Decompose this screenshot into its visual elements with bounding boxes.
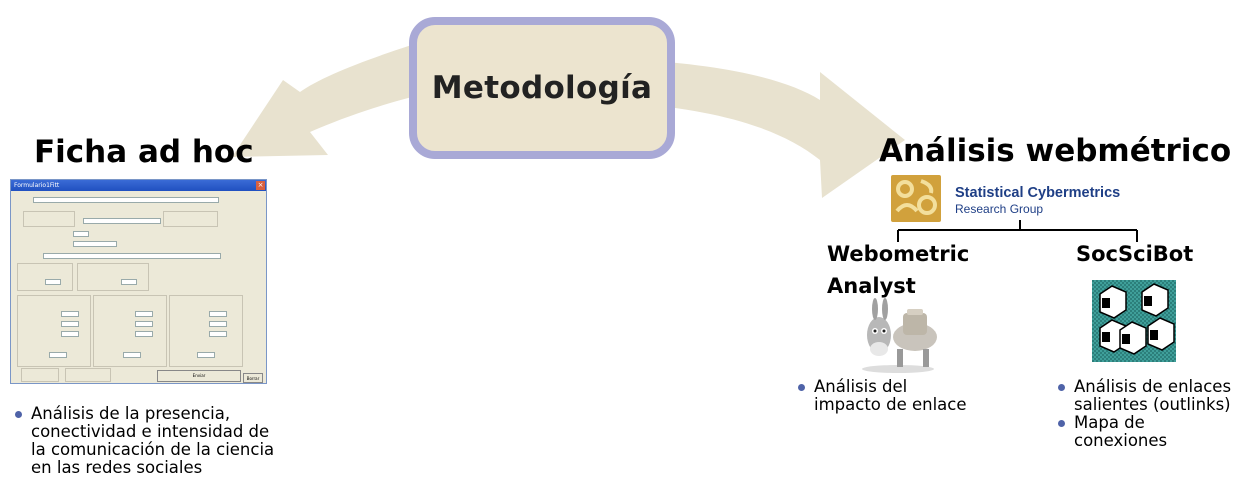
- close-icon: ×: [256, 181, 265, 190]
- form-field: [135, 321, 153, 327]
- form-titlebar: Formulario1Fitt ×: [11, 180, 266, 191]
- right-heading: Análisis webmétrico: [879, 133, 1232, 169]
- form-field: [121, 279, 137, 285]
- form-screenshot: Formulario1Fitt × Enviar Borrar: [10, 179, 267, 384]
- form-group: [17, 263, 73, 291]
- socscibot-bullet: Análisis de enlaces salientes (outlinks): [1056, 378, 1241, 414]
- donkey-icon: [862, 298, 937, 373]
- left-heading: Ficha ad hoc: [34, 134, 254, 170]
- form-field: [83, 218, 161, 224]
- form-field: [73, 231, 89, 237]
- tree-connector: [897, 220, 1138, 242]
- left-bullet-list: Análisis de la presencia, conectividad e…: [13, 405, 303, 477]
- form-field: [135, 331, 153, 337]
- socscibot-bullet-list: Análisis de enlaces salientes (outlinks)…: [1056, 378, 1241, 450]
- tool-name-webometric: Webometric Analyst: [827, 242, 970, 298]
- form-send-button: Enviar: [157, 370, 241, 382]
- form-group-youtube: [169, 295, 243, 367]
- webometric-bullet: Análisis del impacto de enlace: [796, 378, 996, 414]
- socscibot-bullet: Mapa de conexiones: [1056, 414, 1241, 450]
- form-field: [43, 253, 221, 259]
- tool-name-socscibot: SocSciBot: [1076, 242, 1194, 266]
- form-field: [33, 197, 219, 203]
- form-field: [73, 241, 117, 247]
- form-field: [61, 331, 79, 337]
- form-field: [209, 321, 227, 327]
- statistical-cybermetrics-logo-icon: [891, 175, 941, 222]
- form-clear-button: Borrar: [243, 373, 263, 383]
- left-bullet: Análisis de la presencia, conectividad e…: [13, 405, 303, 477]
- form-field: [61, 311, 79, 317]
- methodology-box: Metodología: [409, 17, 675, 159]
- form-field: [45, 279, 61, 285]
- socscibot-icon: [1092, 280, 1176, 362]
- form-field: [49, 352, 67, 358]
- form-field: [135, 311, 153, 317]
- form-group: [77, 263, 149, 291]
- form-group: [23, 211, 75, 227]
- form-group: [21, 368, 59, 382]
- form-field: [197, 352, 215, 358]
- form-field: [123, 352, 141, 358]
- webometric-bullet-list: Análisis del impacto de enlace: [796, 378, 996, 414]
- form-field: [61, 321, 79, 327]
- logo-glyph-icon: [895, 179, 937, 215]
- form-title: Formulario1Fitt: [14, 182, 60, 189]
- methodology-title: Metodología: [431, 70, 653, 106]
- form-field: [209, 331, 227, 337]
- form-group-facebook: [17, 295, 91, 367]
- form-field: [209, 311, 227, 317]
- form-group: [163, 211, 218, 227]
- form-group: [65, 368, 111, 382]
- form-group-twitter: [93, 295, 167, 367]
- logo-subtitle: Research Group: [955, 202, 1044, 216]
- logo-title: Statistical Cybermetrics: [955, 185, 1121, 201]
